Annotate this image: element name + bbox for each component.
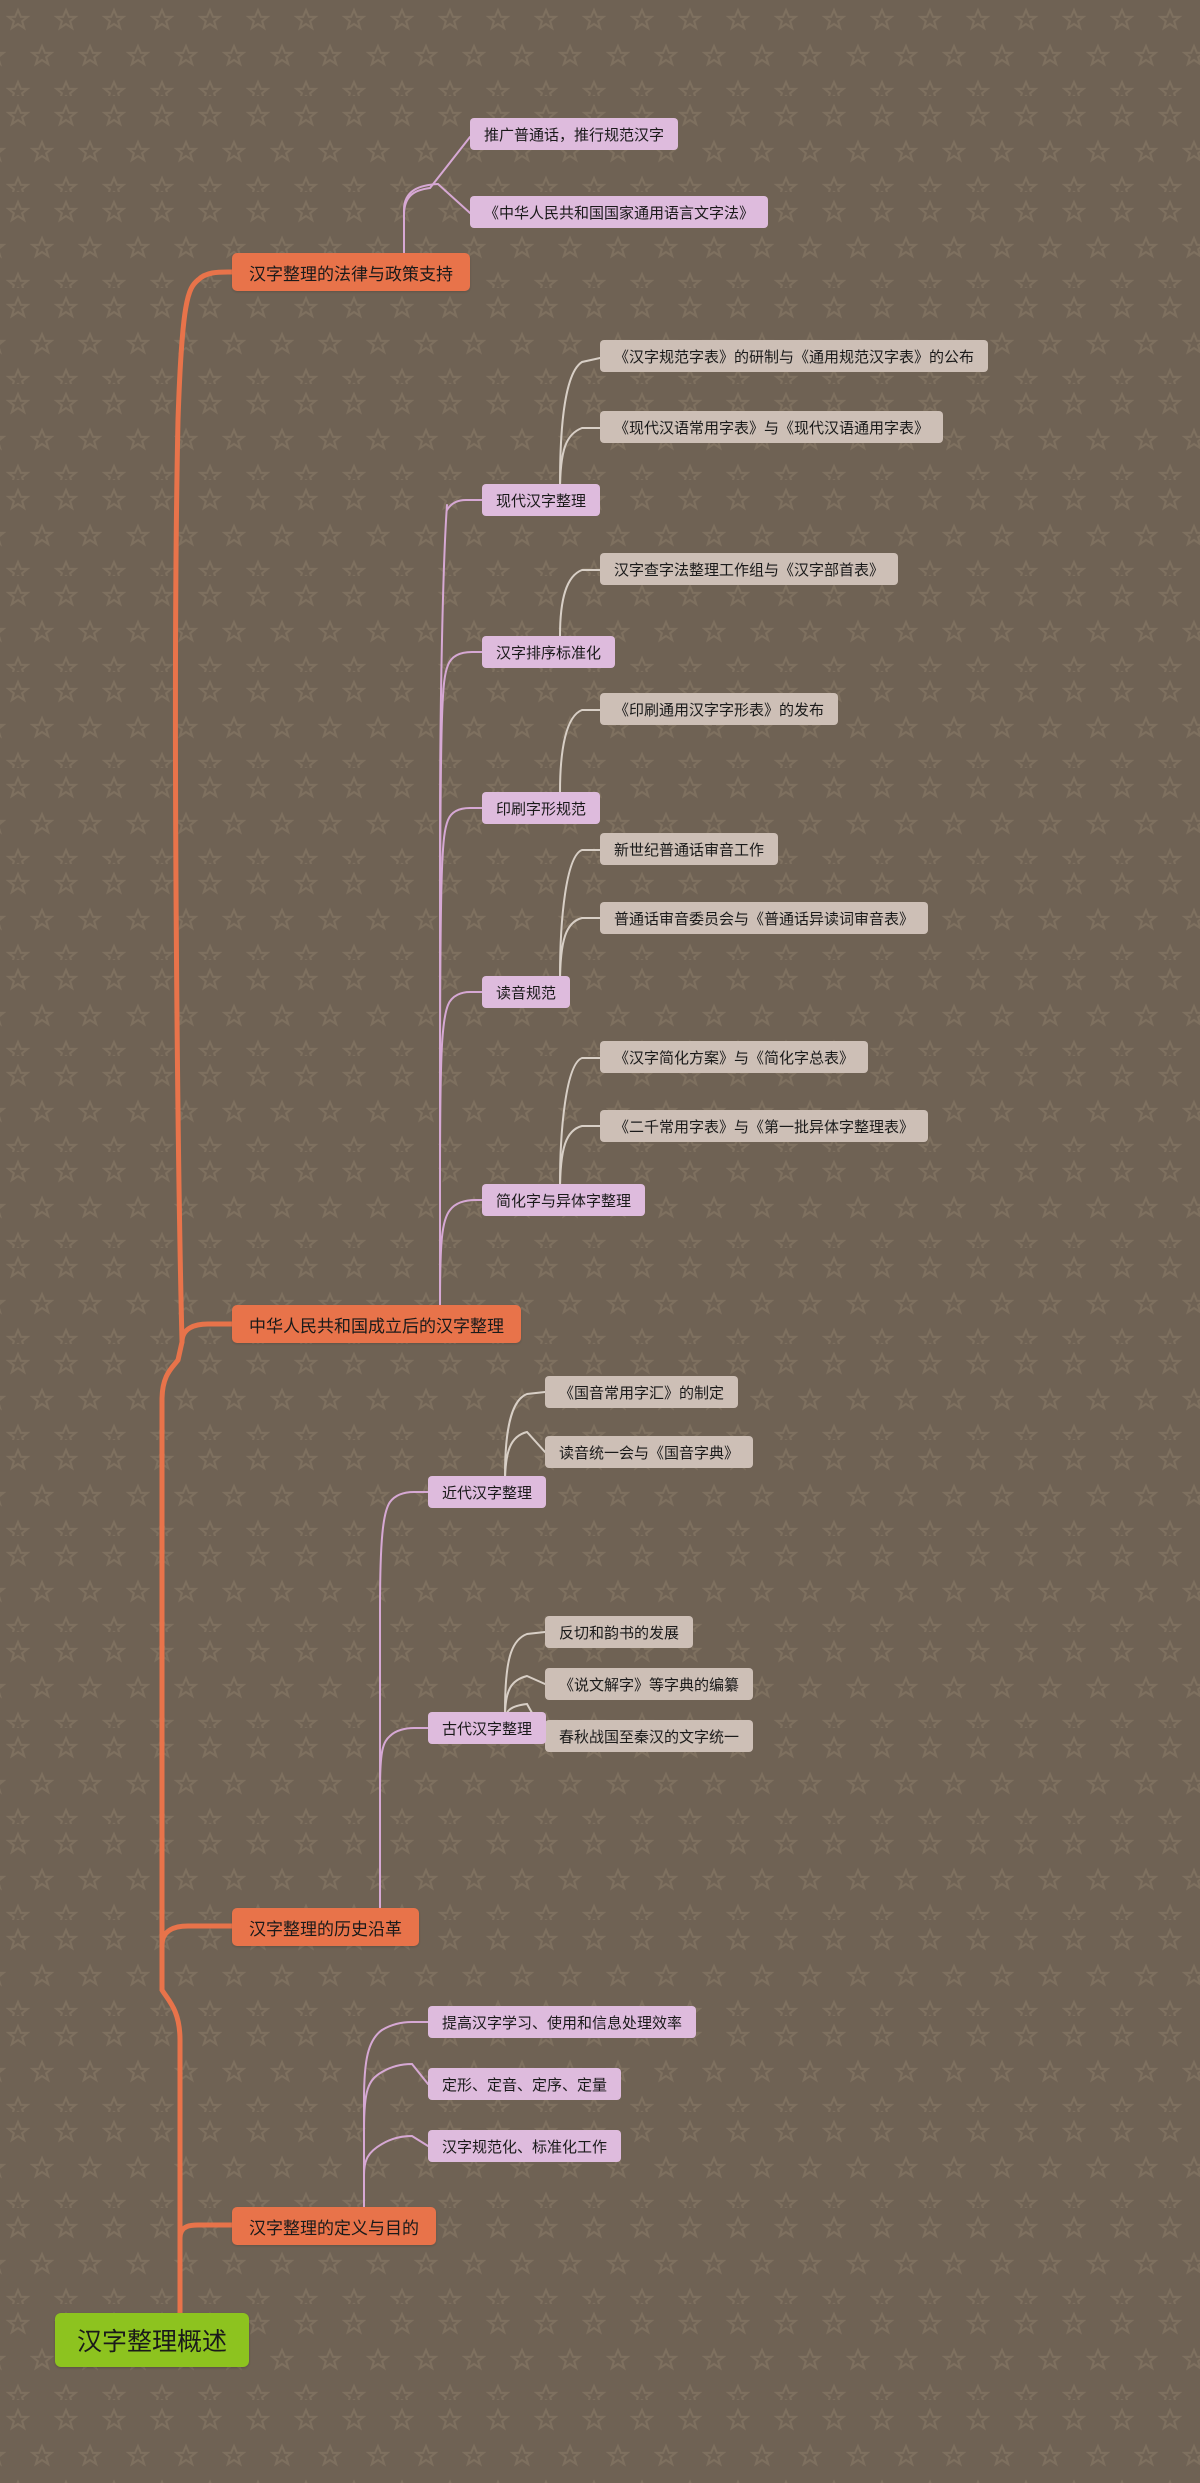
node-variant-char-table[interactable]: 《二千常用字表》与《第一批异体字整理表》 xyxy=(600,1110,929,1142)
node-fanqie-rime-books[interactable]: 反切和韵书的发展 xyxy=(545,1616,694,1648)
subbranch-pronunciation-standard[interactable]: 读音规范 xyxy=(482,976,571,1008)
node-promote-putonghua[interactable]: 推广普通话，推行规范汉字 xyxy=(470,118,679,150)
subbranch-ancient-arrangement[interactable]: 古代汉字整理 xyxy=(428,1712,547,1744)
node-label: 《现代汉语常用字表》与《现代汉语通用字表》 xyxy=(614,419,930,437)
node-label: 近代汉字整理 xyxy=(442,1484,533,1502)
node-improve-efficiency[interactable]: 提高汉字学习、使用和信息处理效率 xyxy=(428,2006,697,2038)
subbranch-simplified-variant-arrangement[interactable]: 简化字与异体字整理 xyxy=(482,1184,646,1216)
node-standard-char-table[interactable]: 《汉字规范字表》的研制与《通用规范汉字表》的公布 xyxy=(600,340,989,372)
node-guoyin-common-vocabulary[interactable]: 《国音常用字汇》的制定 xyxy=(545,1376,739,1408)
node-label: 汉字整理的定义与目的 xyxy=(249,2218,419,2238)
node-common-char-table[interactable]: 《现代汉语常用字表》与《现代汉语通用字表》 xyxy=(600,411,944,443)
node-label: 《国音常用字汇》的制定 xyxy=(559,1384,725,1402)
subbranch-modern-hanzi-arrangement[interactable]: 现代汉字整理 xyxy=(482,484,601,516)
node-radical-index-workgroup[interactable]: 汉字查字法整理工作组与《汉字部首表》 xyxy=(600,553,899,585)
node-label: 新世纪普通话审音工作 xyxy=(614,841,765,859)
node-simplification-scheme[interactable]: 《汉字简化方案》与《简化字总表》 xyxy=(600,1041,869,1073)
node-label: 汉字查字法整理工作组与《汉字部首表》 xyxy=(614,561,885,579)
node-label: 提高汉字学习、使用和信息处理效率 xyxy=(442,2014,683,2032)
branch-historical-evolution[interactable]: 汉字整理的历史沿革 xyxy=(232,1908,419,1946)
node-qin-han-script-unification[interactable]: 春秋战国至秦汉的文字统一 xyxy=(545,1720,754,1752)
node-label: 《二千常用字表》与《第一批异体字整理表》 xyxy=(614,1118,915,1136)
node-label: 反切和韵书的发展 xyxy=(559,1624,680,1642)
node-label: 印刷字形规范 xyxy=(496,800,587,818)
node-label: 汉字整理的法律与政策支持 xyxy=(249,264,453,284)
node-label: 推广普通话，推行规范汉字 xyxy=(484,126,665,144)
subbranch-sorting-standardization[interactable]: 汉字排序标准化 xyxy=(482,636,616,668)
node-label: 普通话审音委员会与《普通话异读词审音表》 xyxy=(614,910,915,928)
node-label: 现代汉字整理 xyxy=(496,492,587,510)
node-language-law[interactable]: 《中华人民共和国国家通用语言文字法》 xyxy=(470,196,769,228)
node-label: 汉字整理概述 xyxy=(77,2328,228,2356)
node-label: 《汉字规范字表》的研制与《通用规范汉字表》的公布 xyxy=(614,348,975,366)
subbranch-printing-glyph-standard[interactable]: 印刷字形规范 xyxy=(482,792,601,824)
node-new-century-pronunciation-review[interactable]: 新世纪普通话审音工作 xyxy=(600,833,779,865)
branch-prc-hanzi-arrangement[interactable]: 中华人民共和国成立后的汉字整理 xyxy=(232,1305,521,1343)
root-node-hanzi-arrangement-overview[interactable]: 汉字整理概述 xyxy=(55,2313,250,2367)
node-label: 读音规范 xyxy=(496,984,557,1002)
node-label: 简化字与异体字整理 xyxy=(496,1192,632,1210)
node-pronunciation-unification-meeting[interactable]: 读音统一会与《国音字典》 xyxy=(545,1436,754,1468)
node-label: 《印刷通用汉字字形表》的发布 xyxy=(614,701,825,719)
node-label: 读音统一会与《国音字典》 xyxy=(559,1444,740,1462)
node-normalization-work[interactable]: 汉字规范化、标准化工作 xyxy=(428,2130,622,2162)
node-label: 春秋战国至秦汉的文字统一 xyxy=(559,1728,740,1746)
branch-definition-and-purpose[interactable]: 汉字整理的定义与目的 xyxy=(232,2207,436,2245)
node-label: 古代汉字整理 xyxy=(442,1720,533,1738)
node-four-standardizations[interactable]: 定形、定音、定序、定量 xyxy=(428,2068,622,2100)
node-label: 定形、定音、定序、定量 xyxy=(442,2076,608,2094)
node-label: 《说文解字》等字典的编纂 xyxy=(559,1676,740,1694)
node-label: 汉字整理的历史沿革 xyxy=(249,1919,402,1939)
node-label: 汉字规范化、标准化工作 xyxy=(442,2138,608,2156)
node-pronunciation-review-committee[interactable]: 普通话审音委员会与《普通话异读词审音表》 xyxy=(600,902,929,934)
node-label: 汉字排序标准化 xyxy=(496,644,602,662)
node-label: 《中华人民共和国国家通用语言文字法》 xyxy=(484,204,755,222)
node-label: 《汉字简化方案》与《简化字总表》 xyxy=(614,1049,855,1067)
subbranch-modern-era-arrangement[interactable]: 近代汉字整理 xyxy=(428,1476,547,1508)
node-shuowen-dictionary-compilation[interactable]: 《说文解字》等字典的编纂 xyxy=(545,1668,754,1700)
node-printing-glyph-table[interactable]: 《印刷通用汉字字形表》的发布 xyxy=(600,693,839,725)
branch-legal-policy-support[interactable]: 汉字整理的法律与政策支持 xyxy=(232,253,470,291)
node-label: 中华人民共和国成立后的汉字整理 xyxy=(249,1316,504,1336)
